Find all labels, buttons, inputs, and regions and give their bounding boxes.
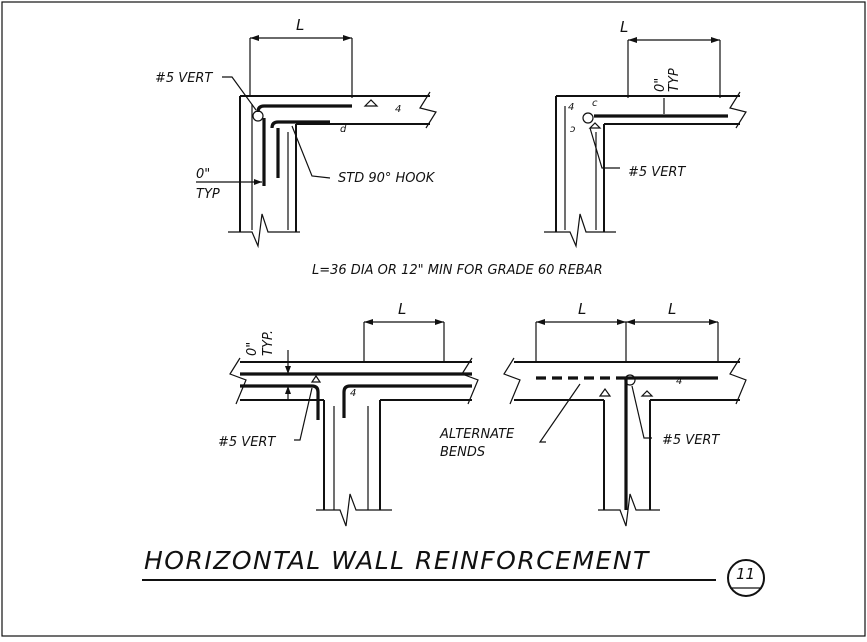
note-text: L=36 DIA OR 12" MIN FOR GRADE 60 REBAR	[312, 263, 603, 278]
vert-bar-dot-2	[582, 112, 594, 124]
svg-text:d: d	[340, 124, 347, 135]
svg-text:ɔ: ɔ	[570, 124, 576, 135]
vert-bar-label: #5 VERT	[155, 71, 213, 86]
detail-number: 11	[736, 565, 755, 583]
svg-text:4: 4	[395, 104, 401, 115]
dim-label-l-3: L	[398, 300, 406, 318]
vert-bar-dot	[252, 110, 264, 122]
svg-text:4: 4	[676, 376, 682, 387]
vert-bar-label-2: #5 VERT	[628, 165, 686, 180]
vert-bar-dot-4	[624, 374, 636, 386]
vert-bar-label-3: #5 VERT	[218, 435, 276, 450]
tee-detail-2: 4	[503, 319, 747, 527]
detail-title: HORIZONTAL WALL REINFORCEMENT	[144, 546, 650, 575]
cover-zero-label-2: 0"	[653, 78, 668, 92]
svg-text:4: 4	[568, 102, 574, 113]
dim-label-l-4a: L	[578, 300, 586, 318]
cover-typ-label-3: TYP.	[261, 330, 276, 356]
cover-zero-label: 0"	[196, 167, 210, 182]
corner-detail-plain: 4 c ɔ	[544, 37, 747, 249]
tee-detail-1: 4	[229, 319, 479, 527]
detail-number-circle	[727, 559, 765, 597]
corner-detail-hooked: 4 d	[196, 35, 437, 249]
svg-text:4: 4	[350, 388, 356, 399]
svg-text:c: c	[592, 98, 598, 109]
dim-label-l-2: L	[620, 18, 628, 36]
cover-typ-label-2: TYP	[667, 68, 682, 92]
hook-label: STD 90° HOOK	[338, 171, 436, 186]
dim-label-l-4b: L	[668, 300, 676, 318]
cover-zero-label-3: 0"	[245, 342, 260, 356]
dim-label-l: L	[296, 16, 304, 34]
alternate-label: ALTERNATE	[439, 427, 515, 442]
cover-typ-label: TYP	[196, 187, 220, 202]
vert-bar-label-4: #5 VERT	[662, 433, 720, 448]
bends-label: BENDS	[440, 445, 485, 460]
